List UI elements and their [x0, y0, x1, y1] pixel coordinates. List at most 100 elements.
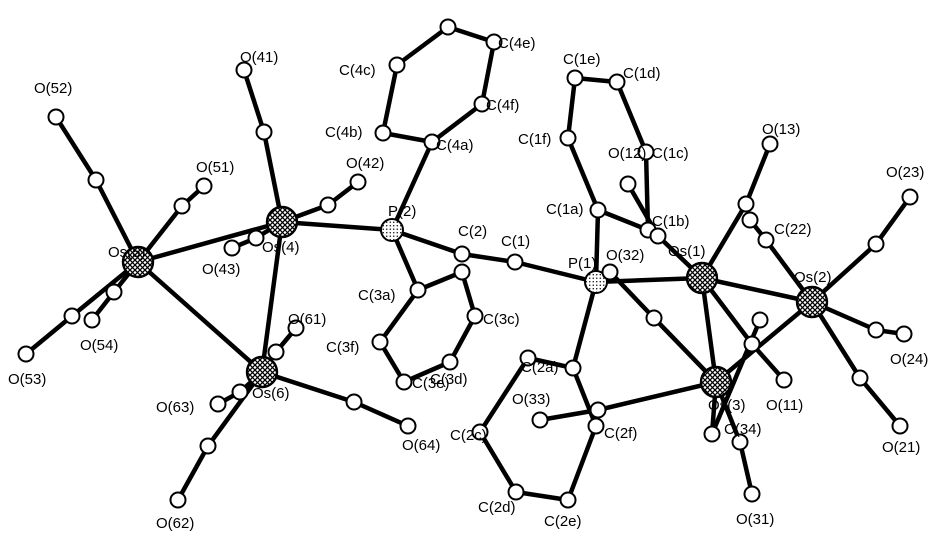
label-c4f: C(4f) [486, 97, 519, 114]
atom-c13 [737, 195, 755, 213]
bond-p2-c2 [389, 227, 465, 257]
label-c22: C(22) [774, 221, 812, 238]
label-os1: Os(1) [668, 243, 706, 260]
bond-os2-os3 [713, 299, 815, 385]
atom-c11 [743, 335, 761, 353]
atom-c41 [255, 123, 273, 141]
atom-c1c [637, 143, 655, 161]
atom-c51 [173, 197, 191, 215]
bond-c2-c1 [459, 251, 518, 265]
label-c2a: C(2a) [521, 359, 559, 376]
atom-c4a [423, 133, 441, 151]
atom-p2 [380, 218, 404, 242]
atom-o64 [399, 417, 417, 435]
atom-c64 [345, 393, 363, 411]
atoms-layer [17, 18, 919, 509]
atom-c32 [645, 309, 663, 327]
label-os6: Os(6) [252, 385, 290, 402]
label-o42: O(42) [346, 155, 384, 172]
atom-c24 [867, 321, 885, 339]
bond-c1c-c1d [614, 79, 649, 155]
label-os5: Os(5) [108, 244, 146, 261]
bond-c13-o13 [743, 141, 773, 207]
atom-o42 [349, 173, 367, 191]
atom-c1a [589, 201, 607, 219]
bond-c2d-c2e [513, 489, 571, 503]
bond-c33-o33 [537, 407, 601, 423]
bond-os4-p2 [279, 219, 395, 233]
label-o64: O(64) [402, 437, 440, 454]
bond-c31-o31 [737, 439, 755, 497]
bond-c3c-c3d [447, 313, 478, 365]
bond-c4b-c4c [380, 62, 400, 136]
atom-c22 [757, 231, 775, 249]
label-o51: O(51) [196, 159, 234, 176]
atom-os3 [699, 365, 733, 399]
atom-c2a [564, 359, 582, 377]
label-o61: O(61) [288, 311, 326, 328]
bond-c52-o52 [53, 114, 99, 183]
bond-p1-c2a [570, 279, 599, 371]
bond-os4-os6 [259, 219, 285, 375]
atom-os5 [121, 245, 155, 279]
atom-o51 [195, 177, 213, 195]
label-c1b: C(1b) [652, 213, 690, 230]
atom-c4c [388, 56, 406, 74]
atom-c2 [453, 245, 471, 263]
label-o43: O(43) [202, 261, 240, 278]
atom-o41 [235, 61, 253, 79]
bond-os3-c33 [595, 379, 719, 413]
atom-c3e [395, 373, 413, 391]
bond-os5-os6 [135, 259, 265, 375]
atom-o11 [775, 371, 793, 389]
label-c4c: C(4c) [339, 62, 376, 79]
bond-c4e-c4f [479, 39, 497, 107]
atom-c34 [703, 425, 721, 443]
atom-c1d [608, 73, 626, 91]
label-os2: Os(2) [794, 269, 832, 286]
atom-o33 [531, 411, 549, 429]
atom-c63 [231, 383, 249, 401]
label-c3a: C(3a) [358, 287, 396, 304]
label-os3: Os(3) [708, 397, 746, 414]
atom-c31 [731, 433, 749, 451]
label-os4: Os(4) [262, 239, 300, 256]
label-c2e: C(2e) [544, 513, 582, 530]
atom-c2e [559, 491, 577, 509]
atom-o54 [83, 311, 101, 329]
label-c4b: C(4b) [325, 124, 363, 141]
label-o52: O(52) [34, 80, 72, 97]
bond-c1a-c1b [595, 207, 651, 233]
label-c34: C(34) [724, 421, 762, 438]
atom-c53 [63, 307, 81, 325]
atom-c62 [199, 437, 217, 455]
atom-os4 [265, 205, 299, 239]
atom-o22 [741, 211, 759, 229]
labels-layer: Os(5) Os(4) Os(6) Os(1) Os(2) Os(3) P(2) P(1) C(… [8, 35, 928, 532]
atom-o52 [47, 108, 65, 126]
atom-c1e [566, 69, 584, 87]
atom-c2b [519, 349, 537, 367]
label-p1: P(1) [568, 255, 596, 272]
label-c1f: C(1f) [518, 131, 551, 148]
bond-os1-os3 [699, 275, 719, 385]
label-c1a: C(1a) [546, 201, 584, 218]
atom-c2d [507, 483, 525, 501]
bond-c1-p1 [512, 259, 599, 285]
atom-o32 [601, 263, 619, 281]
atom-c3b [453, 263, 471, 281]
bond-c1f-c1a [565, 135, 601, 213]
bond-c23-o23 [873, 194, 913, 247]
bond-c32-o32 [607, 269, 657, 321]
atom-o53 [17, 345, 35, 363]
label-c3f: C(3f) [326, 339, 359, 356]
label-c3d: C(3d) [430, 371, 468, 388]
atom-o31 [743, 485, 761, 503]
label-p2: P(2) [388, 203, 416, 220]
bond-os5-os4 [135, 219, 285, 265]
label-c1e: C(1e) [563, 51, 601, 68]
label-o23: O(23) [886, 164, 924, 181]
label-c4e: C(4e) [498, 35, 536, 52]
bond-c4f-c4a [429, 101, 485, 145]
